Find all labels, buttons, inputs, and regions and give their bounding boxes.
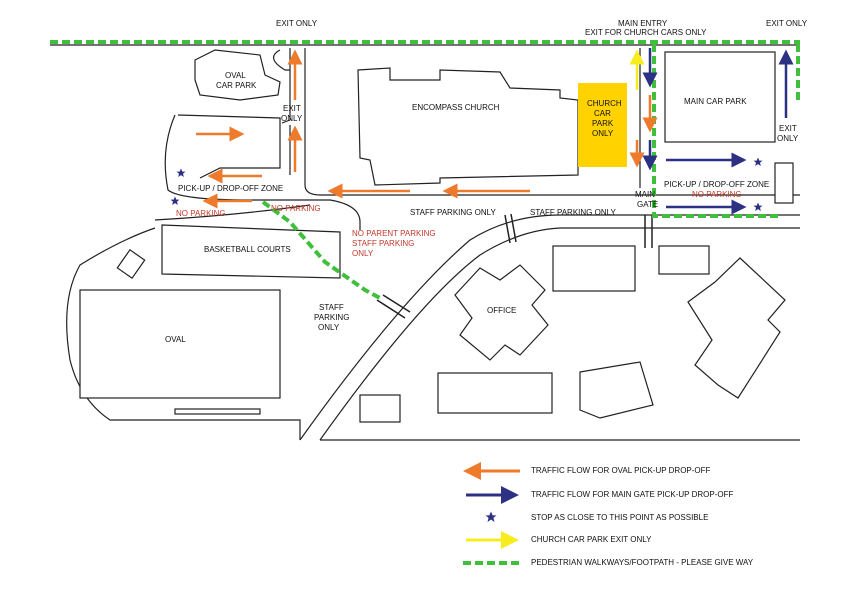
legend-item-green-text: PEDESTRIAN WALKWAYS/FOOTPATH - PLEASE GI… bbox=[531, 558, 754, 567]
label-church-car-park-4: ONLY bbox=[592, 129, 614, 138]
stop-star-icon bbox=[170, 196, 180, 206]
stop-star-icon bbox=[753, 202, 763, 212]
label-main-gate-2: GATE bbox=[637, 200, 659, 209]
basketball-courts-building bbox=[161, 224, 341, 279]
label-no-parking-right: NO PARKING bbox=[692, 190, 742, 199]
top-right-small-building bbox=[658, 245, 710, 275]
small-bottom-building bbox=[359, 394, 401, 423]
label-encompass-church: ENCOMPASS CHURCH bbox=[412, 103, 500, 112]
right-small-building bbox=[774, 162, 794, 204]
church-car-park bbox=[578, 83, 627, 167]
legend-star-icon bbox=[485, 511, 497, 522]
label-no-parent-parking: NO PARENT PARKING bbox=[352, 229, 436, 238]
stop-star-icon bbox=[753, 157, 763, 167]
label-exit-right-2: ONLY bbox=[777, 134, 799, 143]
label-staff-parking-red-1: STAFF PARKING bbox=[352, 239, 415, 248]
label-office: OFFICE bbox=[487, 306, 517, 315]
label-exit-left-2: ONLY bbox=[281, 114, 303, 123]
buildings bbox=[79, 49, 794, 423]
legend-item-orange-text: TRAFFIC FLOW FOR OVAL PICK-UP DROP-OFF bbox=[531, 466, 711, 475]
label-exit-right-1: EXIT bbox=[779, 124, 797, 133]
main-car-park-building bbox=[664, 51, 776, 143]
label-oval: OVAL bbox=[165, 335, 186, 344]
label-staff-parking-2: STAFF PARKING ONLY bbox=[530, 208, 616, 217]
label-main-entry: MAIN ENTRY bbox=[618, 19, 668, 28]
legend-icons bbox=[463, 462, 522, 565]
oval-bench bbox=[174, 408, 261, 415]
label-church-car-park-2: CAR bbox=[594, 109, 611, 118]
encompass-church-building bbox=[357, 67, 579, 186]
label-oval-car-park-2: CAR PARK bbox=[216, 81, 257, 90]
label-church-car-park-1: CHURCH bbox=[587, 99, 622, 108]
legend-item-navy-text: TRAFFIC FLOW FOR MAIN GATE PICK-UP DROP-… bbox=[531, 490, 734, 499]
label-exit-only-top: EXIT ONLY bbox=[276, 19, 318, 28]
pedestrian-paths bbox=[50, 40, 800, 300]
orange-flow-arrows bbox=[196, 49, 658, 209]
label-staff-parking-vert-3: ONLY bbox=[318, 323, 340, 332]
stop-star-icon bbox=[176, 168, 186, 178]
label-no-parking-mid: NO PARKING bbox=[271, 204, 321, 213]
oval-field-building bbox=[79, 289, 281, 399]
label-staff-parking-vert-2: PARKING bbox=[314, 313, 350, 322]
label-pickup-zone-right: PICK-UP / DROP-OFF ZONE bbox=[664, 180, 770, 189]
label-church-car-park-3: PARK bbox=[592, 119, 614, 128]
label-main-car-park: MAIN CAR PARK bbox=[684, 97, 747, 106]
label-basketball-courts: BASKETBALL COURTS bbox=[204, 245, 291, 254]
long-bottom-building bbox=[437, 372, 553, 414]
label-staff-parking-1: STAFF PARKING ONLY bbox=[410, 208, 496, 217]
label-exit-only-top-right: EXIT ONLY bbox=[766, 19, 808, 28]
label-staff-parking-vert-1: STAFF bbox=[319, 303, 344, 312]
small-hut bbox=[116, 248, 146, 280]
gate-barriers bbox=[376, 213, 653, 319]
label-exit-church-cars: EXIT FOR CHURCH CARS ONLY bbox=[585, 28, 707, 37]
label-oval-car-park-1: OVAL bbox=[225, 71, 246, 80]
right-building bbox=[687, 257, 786, 399]
label-no-parking-left: NO PARKING bbox=[176, 209, 226, 218]
bottom-right-building bbox=[579, 361, 654, 419]
label-main-gate-1: MAIN bbox=[635, 190, 655, 199]
legend-item-yellow-text: CHURCH CAR PARK EXIT ONLY bbox=[531, 535, 652, 544]
navy-flow-arrows bbox=[642, 48, 794, 215]
office-building bbox=[454, 264, 549, 361]
oval-car-park-building bbox=[194, 49, 281, 101]
label-staff-parking-red-2: ONLY bbox=[352, 249, 374, 258]
stop-stars bbox=[170, 157, 763, 212]
legend-item-star-text: STOP AS CLOSE TO THIS POINT AS POSSIBLE bbox=[531, 513, 709, 522]
label-pickup-zone-left: PICK-UP / DROP-OFF ZONE bbox=[178, 184, 284, 193]
label-exit-left-1: EXIT bbox=[283, 104, 301, 113]
top-center-building bbox=[552, 245, 636, 292]
